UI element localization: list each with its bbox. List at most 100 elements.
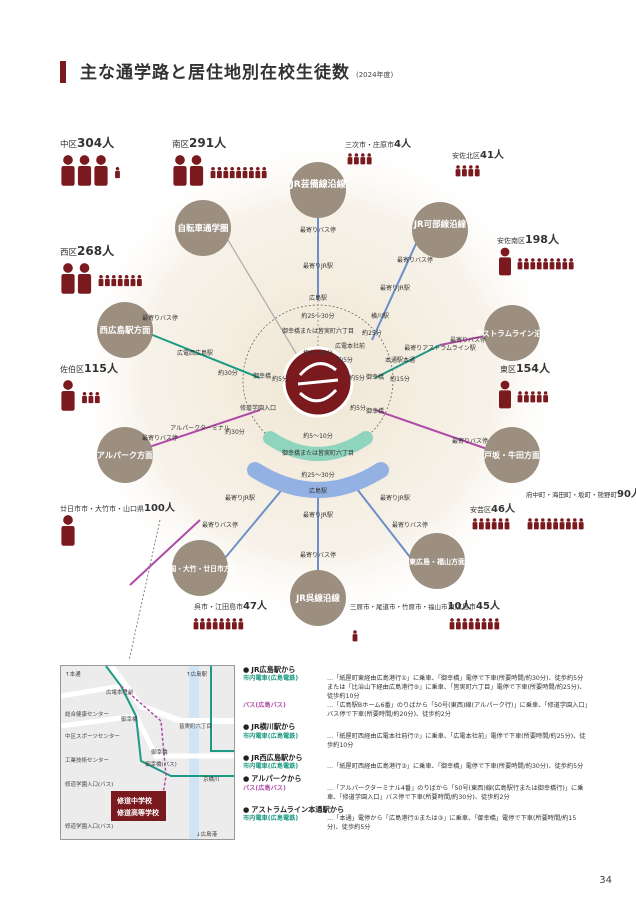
stop-jr-iwakuni: 最寄りJR駅 <box>225 494 255 502</box>
person-icon <box>117 275 123 287</box>
person-icon <box>566 518 571 530</box>
person-icon <box>130 275 136 287</box>
access-legend: JR広島駅から市内電車(広島電鉄)…「紙屋町東経由広島港行①」に乗車、「御幸橋」… <box>243 665 588 835</box>
legend-row: 市内電車(広島電鉄)…「本通」電停から「広島港行①または③」に乗車、「御幸橋」電… <box>243 815 588 833</box>
time-right: 約15分 <box>390 375 410 383</box>
person-icon <box>94 155 108 186</box>
map-svg: 修道中学校 修道高等学校 ↑本通 ↑広島駅 広電本社前 総合健康センター 中区ス… <box>61 666 234 839</box>
person-icon <box>481 618 487 630</box>
stop-bus-astram: 最寄りバス停 <box>450 336 486 344</box>
person-icon <box>488 618 493 630</box>
person-icon <box>261 167 267 179</box>
person-icon <box>255 167 261 179</box>
person-icon <box>77 155 92 186</box>
map-hiroshima: ↑広島駅 <box>186 670 208 678</box>
person-icon <box>562 258 568 270</box>
person-icon <box>61 515 75 546</box>
page-title: 主な通学路と居住地別在校生徒数 <box>80 63 350 83</box>
map-minami: 皆実町六丁目 <box>179 722 212 730</box>
person-icon <box>456 618 461 630</box>
person-icon <box>578 518 584 530</box>
person-icon <box>524 258 529 270</box>
person-icon <box>546 518 552 530</box>
person-icon <box>549 258 555 270</box>
legend-mode-label: 市内電車(広島電鉄) <box>243 763 299 771</box>
person-icon <box>524 391 529 403</box>
person-icon <box>223 167 229 179</box>
legend-group: JR西広島駅から市内電車(広島電鉄)…「紙屋町西経由広島港行③」に乗車、「御幸橋… <box>243 753 588 772</box>
legend-heading: JR広島駅から <box>243 665 588 675</box>
bubble-kure-label: JR呉線沿線 <box>295 593 340 604</box>
legend-heading: アストラムライン本通駅から <box>243 805 588 815</box>
legend-group: JR横川駅から市内電車(広島電鉄)…「紙屋町西経由広電本社前行⑦」に乗車、「広電… <box>243 722 588 750</box>
map-bus1: 御幸橋(バス) <box>145 760 177 768</box>
page-title-block: 主な通学路と居住地別在校生徒数 (2024年度) <box>60 58 393 83</box>
node-honto: 本通駅本通 <box>385 356 415 364</box>
stop-bus-higashi: 最寄りバス停 <box>392 521 428 529</box>
time-up: 約25〜30分 <box>301 312 334 320</box>
person-icon <box>472 518 478 530</box>
person-icon <box>232 618 237 630</box>
title-accent-bar <box>60 61 66 83</box>
miyuki-right2: 御幸橋 <box>366 407 384 415</box>
person-icon <box>468 618 474 630</box>
legend-description: …「本通」電停から「広島港行①または③」に乗車、「御幸橋」電停で下車(所要時間/… <box>327 815 577 832</box>
district-saeki: 佐伯区115人 <box>60 361 119 375</box>
person-icon <box>479 518 484 530</box>
person-icon <box>474 165 480 177</box>
district-minami: 南区291人 <box>172 135 227 150</box>
miyuki-left: 御幸橋 <box>253 372 271 380</box>
miyuki-right: 御幸橋 <box>366 373 384 381</box>
people-pictograms <box>61 153 584 642</box>
bubble-kabe-label: JR可部線沿線 <box>413 219 467 230</box>
kyobashi-river <box>189 666 199 839</box>
person-icon <box>462 618 468 630</box>
stop-jr-higashi: 最寄りJR駅 <box>380 494 410 502</box>
stop-bus-geibi: 最寄りバス停 <box>300 226 336 234</box>
person-icon <box>536 391 542 403</box>
person-icon <box>498 518 503 530</box>
legend-description: …「紙屋町西経由広電本社前行⑦」に乗車、「広電本社前」電停で下車(所要時間/約2… <box>327 732 586 749</box>
bubble-iwakuni <box>172 540 228 596</box>
bubble-nishi-label: 西広島駅方面 <box>99 325 151 336</box>
person-icon <box>217 167 222 179</box>
person-icon <box>206 618 212 630</box>
person-icon <box>540 518 546 530</box>
route-bubbles: JR芸備線沿線 JR可部線沿線 自転車通学圏 西広島駅方面 アストラムライン沿線… <box>97 162 550 626</box>
bubble-saka-label: 戸坂・牛田方面 <box>484 450 540 460</box>
district-nishi: 西区268人 <box>60 243 115 258</box>
tram-west: 広電西広島駅 <box>177 349 213 357</box>
time-left2: 約30分 <box>225 428 245 436</box>
person-icon <box>462 165 467 177</box>
person-icon <box>115 167 120 179</box>
legend-description: …「紙屋町西経由広島港行③」に乗車、「御幸橋」電停で下車(所要時間/約30分)、… <box>327 763 584 771</box>
person-icon <box>534 518 539 530</box>
title-year: (2024年度) <box>356 71 394 79</box>
bubble-astram-label: アストラムライン沿線 <box>475 328 550 338</box>
person-icon <box>137 275 142 287</box>
map-miyuki1: 御幸橋 <box>121 715 138 723</box>
district-labels: 中区304人 南区291人 三次市・庄原市4人 安佐北区41人 西区268人 安… <box>60 135 636 612</box>
legend-row: 市内電車(広島電鉄) …「紙屋町西経由広島港行③」に乗車、「御幸橋」電停で下車(所… <box>243 763 588 772</box>
map-school1: 修道中学校 <box>116 796 153 805</box>
person-icon <box>189 155 204 186</box>
bubble-alpark <box>97 427 153 483</box>
shudo: 修道学園入口 <box>240 404 276 412</box>
tram-center: 広電本社前 <box>335 342 365 350</box>
person-icon <box>111 275 117 287</box>
label-bottom: 御幸橋または皆実町六丁目 <box>282 449 354 457</box>
person-icon <box>249 167 254 179</box>
inner-ring-label: 約5〜10分 <box>303 432 332 440</box>
stop-bus-kure: 最寄りバス停 <box>300 551 336 559</box>
district-kure: 呉市・江田島市47人 <box>194 599 268 612</box>
district-higashi: 東区154人 <box>500 361 551 375</box>
bubble-higashi-label: 東広島・福山方面 <box>409 557 465 566</box>
person-icon <box>94 392 100 404</box>
tram-arc <box>263 431 373 461</box>
bubble-saka <box>484 427 540 483</box>
person-icon <box>354 153 359 165</box>
person-icon <box>347 153 353 165</box>
time-left: 約30分 <box>218 369 238 377</box>
legend-heading: JR横川駅から <box>243 722 588 732</box>
bubble-geibi-label: JR芸備線沿線 <box>289 178 345 190</box>
